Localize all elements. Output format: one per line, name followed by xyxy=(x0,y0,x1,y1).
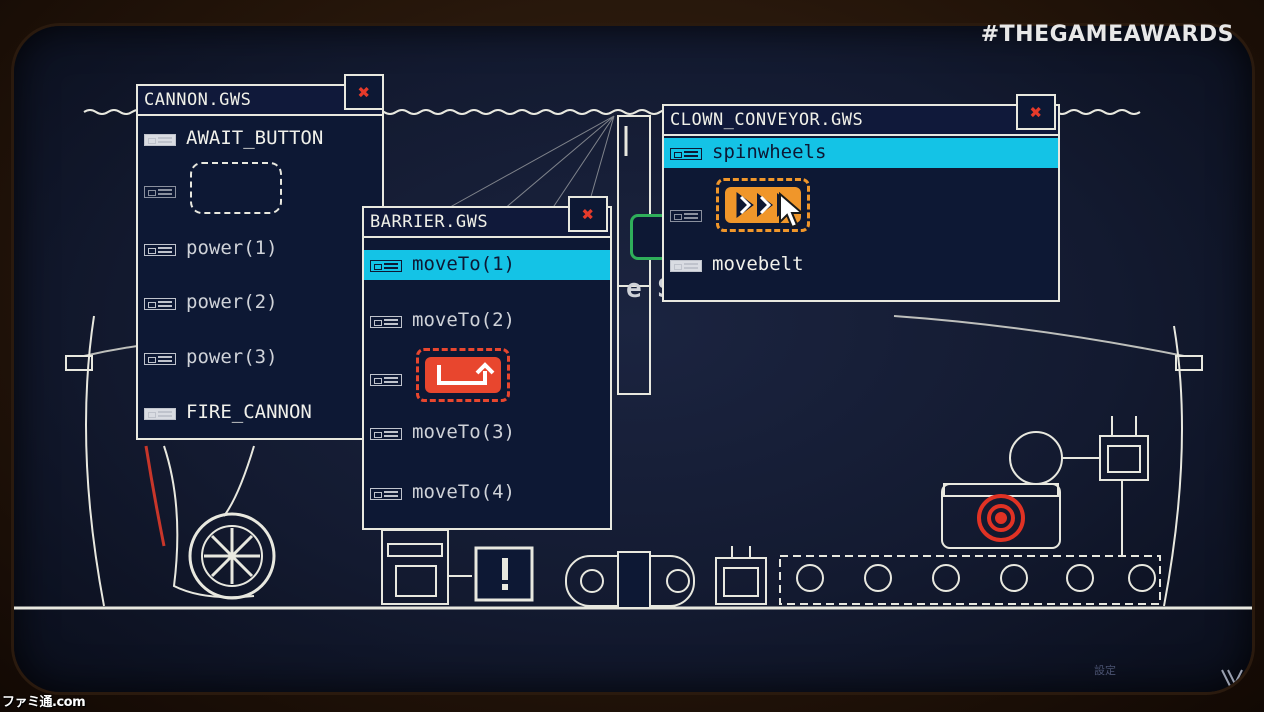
command-icon xyxy=(670,210,702,222)
window-title: CLOWN_CONVEYOR.GWS xyxy=(670,110,864,130)
red-target xyxy=(977,494,1025,542)
command-row[interactable] xyxy=(668,178,1054,232)
command-icon xyxy=(144,186,176,198)
command-row[interactable]: moveTo(3) xyxy=(368,418,606,448)
command-label: moveTo(4) xyxy=(412,481,515,503)
left-bracket xyxy=(65,355,93,371)
tent-right xyxy=(1163,325,1183,607)
command-row[interactable]: power(3) xyxy=(142,343,378,373)
command-icon xyxy=(144,408,176,420)
command-icon xyxy=(370,488,402,500)
command-label: moveTo(2) xyxy=(412,309,515,331)
command-icon xyxy=(370,428,402,440)
command-icon xyxy=(370,374,402,386)
command-icon xyxy=(670,260,702,272)
command-label: power(3) xyxy=(186,346,278,368)
command-label: moveTo(1) xyxy=(412,253,515,275)
window-title: CANNON.GWS xyxy=(144,90,252,110)
command-icon xyxy=(144,244,176,256)
watermark-logo: ファミ通.com xyxy=(2,695,86,710)
gear-wheel xyxy=(1009,431,1063,485)
crt-screen: e S CANNON.GWS ✖ AWAIT_BUTTON power(1) p… xyxy=(14,26,1252,692)
command-icon xyxy=(144,353,176,365)
command-row-selected[interactable]: spinwheels xyxy=(664,138,1058,168)
command-icon xyxy=(370,316,402,328)
command-label: movebelt xyxy=(712,253,804,275)
command-label: moveTo(3) xyxy=(412,421,515,443)
tent-rope xyxy=(433,115,615,257)
mouse-cursor-icon xyxy=(779,192,805,229)
command-icon xyxy=(144,298,176,310)
command-row[interactable] xyxy=(142,162,378,214)
close-icon[interactable]: ✖ xyxy=(568,196,608,232)
command-icon xyxy=(370,260,402,272)
command-row[interactable]: FIRE_CANNON xyxy=(142,398,378,428)
window-title-bar[interactable]: CLOWN_CONVEYOR.GWS xyxy=(664,106,1058,136)
barrier-window[interactable]: BARRIER.GWS ✖ moveTo(1) moveTo(2) xyxy=(362,196,612,530)
cannon-window[interactable]: CANNON.GWS ✖ AWAIT_BUTTON power(1) power… xyxy=(136,74,384,440)
command-row-selected[interactable]: moveTo(1) xyxy=(364,250,610,280)
command-row[interactable]: AWAIT_BUTTON xyxy=(142,124,378,154)
conveyor-belt xyxy=(779,555,1161,605)
close-icon[interactable]: ✖ xyxy=(344,74,384,110)
command-row[interactable]: movebelt xyxy=(668,250,1054,280)
command-row[interactable]: moveTo(4) xyxy=(368,478,606,508)
command-label: power(2) xyxy=(186,291,278,313)
machine-left xyxy=(381,529,449,605)
command-icon xyxy=(144,134,176,146)
clown-conveyor-window[interactable]: CLOWN_CONVEYOR.GWS ✖ spinwheels xyxy=(662,94,1060,302)
empty-slot[interactable] xyxy=(190,162,282,214)
command-label: AWAIT_BUTTON xyxy=(186,127,324,149)
command-label: FIRE_CANNON xyxy=(186,401,312,423)
loop-arrow-icon[interactable] xyxy=(416,348,510,402)
cannon-body xyxy=(163,445,255,599)
window-title-bar[interactable]: CANNON.GWS xyxy=(138,86,382,116)
command-icon xyxy=(670,148,702,160)
command-label: spinwheels xyxy=(712,141,827,163)
settings-label[interactable]: 設定 xyxy=(1094,664,1116,677)
tent-left xyxy=(85,315,105,607)
command-row[interactable]: power(1) xyxy=(142,234,378,264)
hashtag-overlay: #THEGAMEAWARDS xyxy=(980,22,1234,47)
command-row[interactable]: moveTo(2) xyxy=(368,306,606,336)
scene-background xyxy=(14,109,1252,610)
window-title: BARRIER.GWS xyxy=(370,212,489,232)
command-row[interactable]: power(2) xyxy=(142,288,378,318)
command-row[interactable] xyxy=(368,348,606,402)
command-label: power(1) xyxy=(186,237,278,259)
close-icon[interactable]: ✖ xyxy=(1016,94,1056,130)
game-awards-logo-icon xyxy=(1221,669,1249,692)
